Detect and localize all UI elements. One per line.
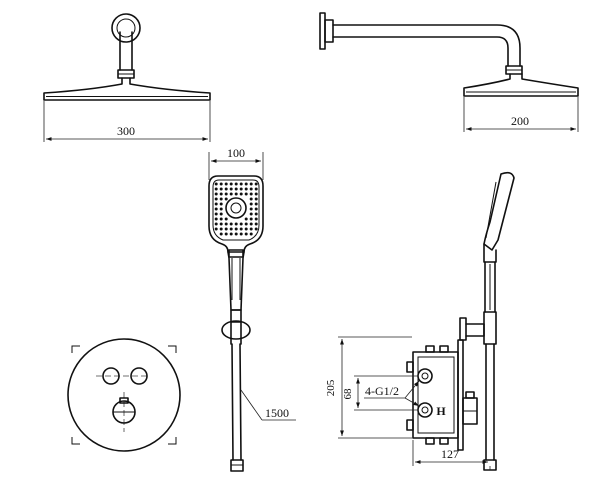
nozzle-dot: [214, 217, 218, 221]
nozzle-dot: [249, 192, 253, 196]
nozzle-dot: [254, 212, 258, 216]
nozzle-dot: [254, 222, 258, 226]
nozzle-dot: [249, 222, 253, 226]
nozzle-dot: [214, 182, 218, 186]
nozzle-dot: [219, 217, 223, 221]
nozzle-dot: [224, 182, 228, 186]
nozzle-dot: [214, 197, 218, 201]
nozzle-dot: [239, 222, 243, 226]
nozzle-dot: [234, 232, 238, 236]
overhead-shower-front-view: 300: [43, 13, 211, 142]
push-button-right: [130, 367, 148, 385]
nozzle-dot: [239, 232, 243, 236]
nozzle-dot: [244, 192, 248, 196]
hand-shower-front-view: 100 1500: [208, 146, 296, 472]
nozzle-dot: [249, 197, 253, 201]
nozzle-dot: [239, 227, 243, 231]
nozzle-dot: [224, 222, 228, 226]
nozzle-dot: [229, 227, 233, 231]
control-panel-front-view: [67, 338, 181, 452]
nozzle-dot: [229, 232, 233, 236]
nozzle-dot: [229, 187, 233, 191]
nozzle-dot: [254, 202, 258, 206]
nozzle-dot: [219, 227, 223, 231]
nozzle-dot: [229, 182, 233, 186]
nozzle-dot: [249, 217, 253, 221]
nozzle-dot: [219, 187, 223, 191]
dim-inlet-spacing: 68: [342, 388, 354, 400]
nozzle-dot: [244, 232, 248, 236]
nozzle-dot: [214, 192, 218, 196]
nozzle-dot: [224, 232, 228, 236]
nozzle-dot: [219, 212, 223, 216]
nozzle-dot: [244, 217, 248, 221]
nozzle-dot: [219, 202, 223, 206]
nozzle-dot: [214, 227, 218, 231]
nozzle-dot: [254, 192, 258, 196]
nozzle-dot: [254, 187, 258, 191]
nozzle-dot: [214, 202, 218, 206]
nozzle-dot: [249, 187, 253, 191]
nozzle-dot: [219, 207, 223, 211]
nozzle-dot: [244, 227, 248, 231]
dim-depth: 127: [441, 447, 459, 461]
nozzle-dot: [214, 212, 218, 216]
nozzle-dot: [254, 207, 258, 211]
nozzle-dot: [239, 182, 243, 186]
nozzle-dot: [219, 197, 223, 201]
nozzle-dot: [234, 187, 238, 191]
nozzle-dot: [249, 227, 253, 231]
nozzle-dot: [239, 192, 243, 196]
nozzle-dot: [254, 217, 258, 221]
nozzle-dot: [249, 232, 253, 236]
nozzle-dot: [254, 227, 258, 231]
nozzle-dot: [224, 217, 228, 221]
dim-handset-width: 100: [227, 146, 245, 160]
push-button-left: [102, 367, 120, 385]
nozzle-dot: [249, 182, 253, 186]
nozzle-dot: [234, 182, 238, 186]
nozzle-dot: [224, 192, 228, 196]
nozzle-dot: [229, 192, 233, 196]
nozzle-dot: [239, 187, 243, 191]
nozzle-dot: [224, 197, 228, 201]
nozzle-dot: [234, 192, 238, 196]
nozzle-dot: [249, 207, 253, 211]
dim-head-width-front: 300: [117, 124, 135, 138]
nozzle-dot: [249, 202, 253, 206]
nozzle-dot: [214, 187, 218, 191]
nozzle-dot: [224, 187, 228, 191]
nozzle-dot: [219, 222, 223, 226]
nozzle-dot: [254, 182, 258, 186]
nozzle-dot: [219, 232, 223, 236]
installation-side-view: H 205 68 4-G1/2 127: [325, 171, 515, 471]
nozzle-dot: [244, 222, 248, 226]
hot-marking: H: [436, 404, 446, 418]
nozzle-dot: [219, 192, 223, 196]
nozzle-dot: [219, 182, 223, 186]
nozzle-dot: [214, 207, 218, 211]
dim-hose-length: 1500: [265, 406, 289, 420]
thread-spec-label: 4-G1/2: [365, 384, 399, 398]
nozzle-dot: [234, 222, 238, 226]
nozzle-dot: [254, 197, 258, 201]
nozzle-dot: [214, 222, 218, 226]
nozzle-dot: [224, 227, 228, 231]
nozzle-dot: [244, 182, 248, 186]
nozzle-dot: [249, 212, 253, 216]
spray-nozzle-pattern: [214, 182, 258, 236]
nozzle-dot: [234, 227, 238, 231]
dim-head-width-side: 200: [511, 114, 529, 128]
nozzle-dot: [229, 222, 233, 226]
nozzle-dot: [244, 187, 248, 191]
overhead-shower-side-view: 200: [319, 12, 579, 132]
dim-box-height: 205: [325, 379, 337, 396]
